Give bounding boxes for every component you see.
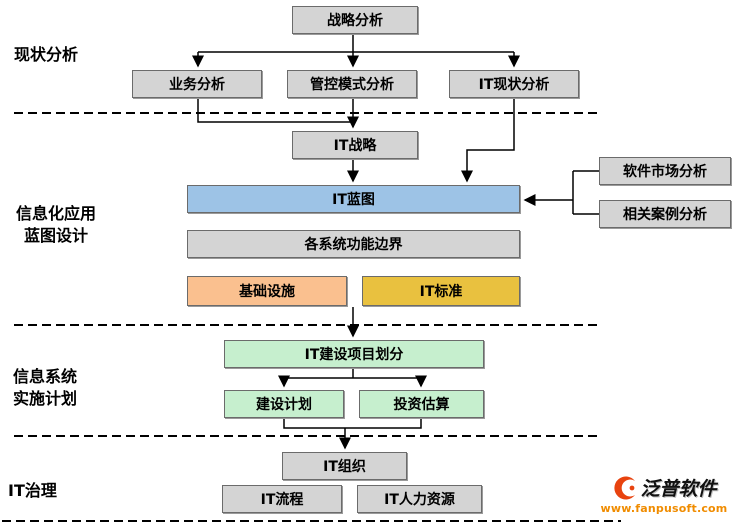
- node-it-status-analysis: IT现状分析: [449, 70, 579, 98]
- stage-label-line-2: 蓝图设计: [23, 226, 88, 245]
- stage-label-line-2: 实施计划: [12, 389, 77, 408]
- stage-label-implementation-plan: 信息系统 实施计划: [5, 366, 85, 410]
- connector-plan-merge: [283, 418, 422, 429]
- node-software-market-analysis: 软件市场分析: [599, 157, 731, 185]
- stage-label-current-state: 现状分析: [14, 45, 79, 64]
- stage-label-line-1: 信息系统: [12, 367, 77, 386]
- arrow-itstatus-to-blueprint: [461, 98, 515, 183]
- node-it-strategy: IT战略: [292, 131, 418, 159]
- stage-label-blueprint-design: 信息化应用 蓝图设计: [8, 203, 104, 247]
- brand-name: 泛普软件: [640, 478, 717, 500]
- brand-url: www.fanpusoft.com: [600, 502, 728, 515]
- node-it-project-division: IT建设项目划分: [224, 340, 484, 368]
- node-business-analysis: 业务分析: [132, 70, 262, 98]
- node-it-organization: IT组织: [282, 452, 407, 480]
- node-investment-estimate: 投资估算: [359, 390, 484, 418]
- stage-label-line-1: 信息化应用: [15, 204, 96, 223]
- stage-label-it-governance: IT治理: [8, 481, 57, 500]
- node-construction-plan: 建设计划: [224, 390, 344, 418]
- node-it-process: IT流程: [222, 485, 342, 513]
- node-strategy-analysis: 战略分析: [292, 6, 418, 34]
- connector-business-merge: [197, 98, 353, 123]
- node-system-function-boundary: 各系统功能边界: [187, 230, 520, 258]
- node-it-standard: IT标准: [362, 276, 520, 306]
- node-it-blueprint: IT蓝图: [187, 185, 520, 213]
- node-control-model-analysis: 管控模式分析: [287, 70, 417, 98]
- fanpu-logo: 泛普软件 www.fanpusoft.com: [596, 474, 732, 515]
- node-it-human-resources: IT人力资源: [357, 485, 482, 513]
- node-infrastructure: 基础设施: [187, 276, 347, 306]
- fanpu-logo-icon: [614, 476, 636, 499]
- node-related-case-analysis: 相关案例分析: [599, 200, 731, 228]
